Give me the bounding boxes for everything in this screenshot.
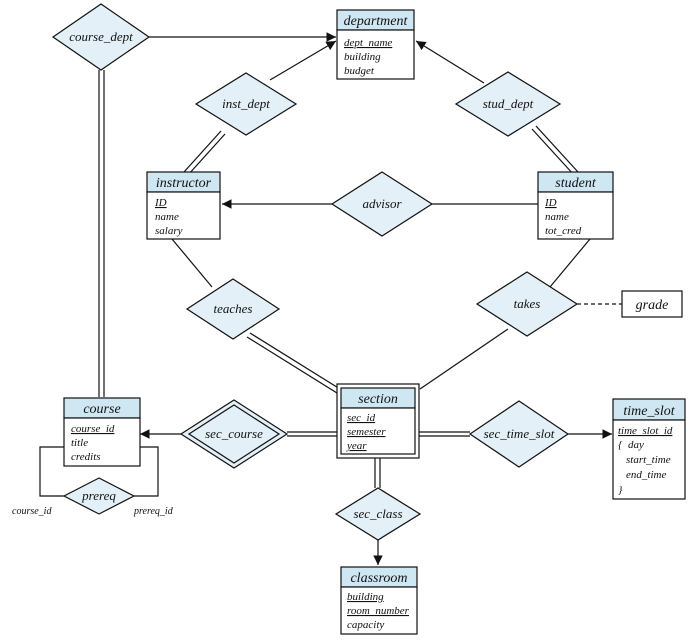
discriminator-attribute: year — [346, 440, 367, 452]
line-inst-dept-to-department — [269, 40, 337, 81]
entity-title: department — [344, 14, 409, 29]
relationship-diamond — [194, 72, 298, 136]
relationship-label: inst_dept — [222, 96, 270, 111]
relationship-inst-dept[interactable]: inst_dept — [194, 72, 298, 136]
entity-body — [146, 191, 221, 240]
entity-title: section — [358, 392, 398, 407]
line-student-to-takes — [549, 238, 591, 288]
line-course-to-prereq-right — [134, 446, 159, 497]
attribute: capacity — [347, 619, 384, 631]
attribute-label: grade — [636, 298, 669, 313]
discriminator-attribute: semester — [347, 426, 386, 438]
discriminator-attribute: sec_id — [347, 412, 376, 424]
composite-open-brace: { — [618, 439, 623, 451]
relationship-label: sec_time_slot — [484, 426, 555, 441]
line-course-to-prereq-left — [39, 446, 64, 497]
attribute: start_time — [626, 454, 671, 466]
line-teaches-to-section-b — [246, 336, 338, 394]
attribute: tot_cred — [545, 225, 582, 237]
relationship-diamond — [185, 278, 281, 340]
line-teaches-to-section-a — [249, 332, 341, 390]
attribute-box — [621, 290, 683, 318]
entity-body — [336, 29, 415, 80]
entity-title: course — [83, 402, 120, 417]
relationship-course-dept[interactable]: course_dept — [51, 3, 151, 71]
relationship-diamond — [475, 271, 579, 337]
attribute: end_time — [626, 469, 666, 481]
relationship-diamond — [454, 71, 562, 137]
line-instructor-to-teaches — [171, 238, 213, 288]
relationship-label: sec_class — [353, 506, 402, 521]
relationship-sec-course[interactable]: sec_course — [179, 399, 289, 469]
relationship-takes[interactable]: takes — [475, 271, 579, 337]
identifying-relationship-inner — [187, 404, 281, 464]
attribute: salary — [155, 225, 183, 237]
composite-close-brace: } — [618, 484, 623, 496]
attribute: name — [545, 211, 569, 223]
entity-course[interactable]: course course_id title credits — [63, 397, 141, 467]
entity-classroom[interactable]: classroom building room_number capacity — [340, 566, 418, 635]
relationship-attribute-grade[interactable]: grade — [621, 290, 683, 318]
line-takes-to-section — [419, 328, 509, 390]
relationship-sec-time-slot[interactable]: sec_time_slot — [468, 400, 570, 468]
line-student-to-stud-dept-b — [531, 128, 575, 176]
entity-title: student — [555, 176, 597, 191]
relationship-diamond — [62, 477, 136, 515]
attribute: day — [628, 439, 644, 451]
connector-lines — [39, 32, 622, 565]
entity-body — [340, 586, 418, 635]
entity-title: classroom — [350, 571, 407, 586]
entity-department[interactable]: department dept_name building budget — [336, 9, 415, 80]
primary-key-attribute: ID — [154, 197, 167, 209]
attribute: name — [155, 211, 179, 223]
relationship-label: takes — [514, 296, 541, 311]
relationship-label: advisor — [363, 196, 403, 211]
relationship-label: stud_dept — [483, 96, 534, 111]
line-student-to-stud-dept-a — [535, 125, 579, 173]
primary-key-attribute: room_number — [347, 605, 410, 617]
relationship-label: sec_course — [205, 426, 263, 441]
primary-key-attribute: time_slot_id — [618, 425, 673, 437]
relationship-diamond — [468, 400, 570, 468]
relationship-diamond — [51, 3, 151, 71]
entity-body — [340, 407, 416, 455]
line-stud-dept-to-department — [415, 40, 485, 84]
relationship-prereq[interactable]: prereq — [62, 477, 136, 515]
entity-body — [612, 419, 686, 500]
relationship-label: prereq — [81, 488, 116, 503]
entity-title: time_slot — [623, 404, 675, 419]
primary-key-attribute: ID — [544, 197, 557, 209]
primary-key-attribute: dept_name — [344, 37, 392, 49]
entity-body — [63, 417, 141, 467]
relationship-sec-class[interactable]: sec_class — [334, 487, 422, 541]
line-instructor-to-inst-dept-b — [187, 133, 226, 176]
attribute: budget — [344, 65, 375, 77]
role-label-course-id: course_id — [12, 506, 52, 517]
entity-time-slot[interactable]: time_slot time_slot_id { day start_time … — [612, 398, 686, 500]
role-label-prereq-id: prereq_id — [133, 506, 174, 517]
relationship-diamond — [334, 487, 422, 541]
relationship-label: course_dept — [69, 29, 133, 44]
relationship-stud-dept[interactable]: stud_dept — [454, 71, 562, 137]
entity-section[interactable]: section sec_id semester year — [336, 383, 420, 459]
attribute: title — [71, 437, 88, 449]
entity-body — [537, 191, 614, 240]
line-instructor-to-inst-dept-a — [183, 130, 222, 173]
primary-key-attribute: building — [347, 591, 384, 603]
attribute: building — [344, 51, 381, 63]
entity-title: instructor — [156, 176, 212, 191]
primary-key-attribute: course_id — [71, 423, 115, 435]
relationship-diamond — [330, 171, 434, 237]
relationship-teaches[interactable]: teaches — [185, 278, 281, 340]
attribute: credits — [71, 451, 101, 463]
entity-student[interactable]: student ID name tot_cred — [537, 171, 614, 240]
relationship-label: teaches — [214, 301, 253, 316]
entity-instructor[interactable]: instructor ID name salary — [146, 171, 221, 240]
relationship-advisor[interactable]: advisor — [330, 171, 434, 237]
